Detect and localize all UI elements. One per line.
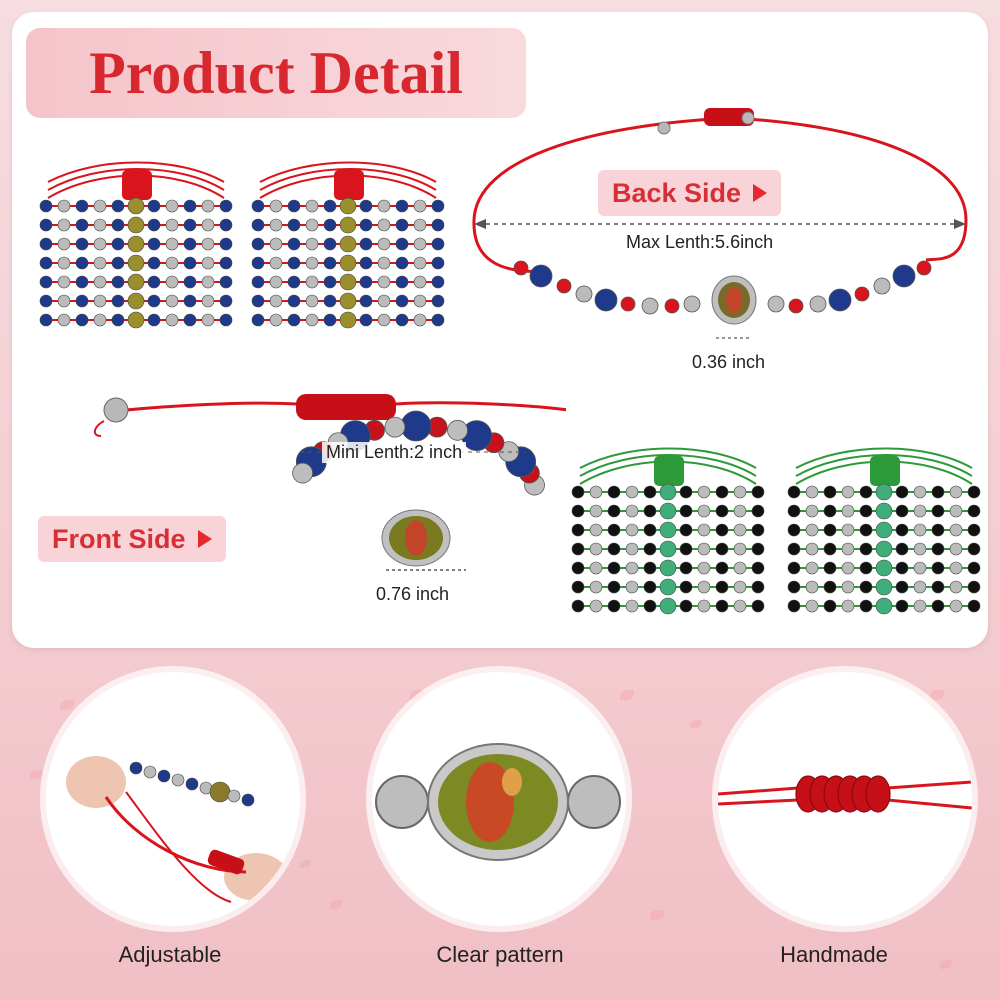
back-side-label: Back Side [612,177,742,208]
petal-decoration [30,770,42,779]
front-charm-width-label: 0.76 inch [376,584,450,604]
max-length-label: Max Lenth:5.6inch [626,232,774,252]
green-bracelet-stack-image [570,444,766,636]
handmade-feature-image [718,672,972,926]
petal-decoration [300,860,311,868]
petal-decoration [650,910,664,920]
petal-decoration [60,700,74,710]
petal-decoration [940,960,952,969]
front-side-tag: Front Side [38,516,226,562]
petal-decoration [690,720,701,728]
page-title: Product Detail [89,39,463,106]
red-bracelet-stack-image [250,158,446,350]
petal-decoration [410,690,424,700]
min-length-label: Mini Lenth:2 inch [322,442,467,463]
green-bracelet-stack-image [786,444,982,636]
front-side-label: Front Side [52,523,186,554]
back-side-tag: Back Side [598,170,782,216]
back-side-bracelet-image [466,100,976,340]
front-side-bracelet-image [86,386,566,576]
feature-caption-clear-pattern: Clear pattern [436,942,564,967]
petal-decoration [620,690,634,700]
petal-decoration [930,690,944,700]
back-charm-width-label: 0.36 inch [692,352,766,372]
arrow-right-icon [197,530,212,548]
adjustable-feature-image [46,672,300,926]
feature-caption-adjustable: Adjustable [118,942,222,967]
red-bracelet-stack-image [38,158,234,350]
title-banner: Product Detail [26,28,526,118]
arrow-right-icon [753,184,768,202]
petal-decoration [330,900,342,909]
clear-pattern-feature-image [372,672,626,926]
feature-caption-handmade: Handmade [780,942,888,967]
